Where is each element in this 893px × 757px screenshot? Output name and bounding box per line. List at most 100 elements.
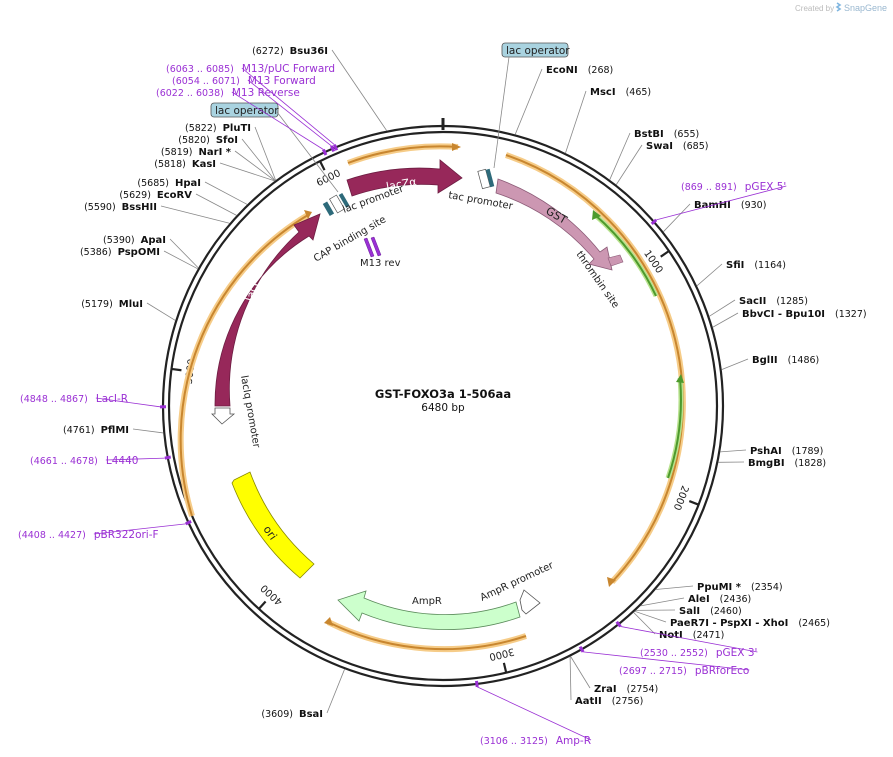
tick-mark-3000 [502, 662, 508, 673]
primer-leader-m13-puc-fwd [241, 67, 335, 145]
primer-pgex3[interactable]: (2530 .. 2552)pGEX 3' [615, 620, 758, 659]
site-bsai[interactable]: BsaI(3609) [261, 669, 345, 720]
orf-arc-bottom-arrow [324, 617, 333, 626]
site-nari[interactable]: NarI *(5819) [161, 147, 276, 182]
site-pspomi[interactable]: PspOMI(5386) [80, 247, 198, 270]
site-leader-nari [234, 150, 276, 182]
lac-operator-left[interactable]: lac operator [210, 102, 339, 193]
primer-l4440[interactable]: (4661 .. 4678)L4440 [30, 455, 172, 467]
primer-pbrforeco[interactable]: (2697 .. 2715)pBRforEco [578, 645, 750, 677]
lacza-label: lacZα [385, 175, 417, 193]
site-num-mlui: (5179) [81, 299, 113, 310]
site-leader-pshai [720, 449, 747, 453]
site-ppumi[interactable]: PpuMI *(2354) [655, 582, 783, 593]
primer-name-amp-r: Amp-R [556, 735, 591, 747]
site-mlui[interactable]: MluI(5179) [81, 299, 176, 321]
site-leader-bsshii [160, 205, 230, 224]
ampr-label: AmpR [412, 596, 442, 607]
m13-rev-primer-glyph[interactable] [363, 236, 382, 258]
primer-range-amp-r: (3106 .. 3125) [480, 736, 548, 747]
site-pfimi[interactable]: PflMI(4761) [63, 425, 164, 436]
site-num-bamhi: (930) [741, 200, 767, 211]
site-sacii[interactable]: SacII(1285) [709, 296, 808, 317]
site-kasi[interactable]: KasI(5818) [154, 159, 275, 182]
primer-laci-r[interactable]: (4848 .. 4867)LacI-R [20, 393, 167, 409]
site-leader-msci [565, 90, 587, 154]
features [211, 159, 624, 630]
site-pluti[interactable]: PluTI(5822) [185, 123, 277, 181]
site-leader-swai [615, 144, 643, 185]
primer-pbr322ori-f[interactable]: (4408 .. 4427)pBR322ori-F [18, 519, 192, 541]
site-leader-bamhi [663, 203, 691, 232]
site-name-pfimi: PflMI [101, 425, 129, 436]
site-apai[interactable]: ApaI(5390) [103, 235, 199, 269]
primer-amp-r[interactable]: (3106 .. 3125) Amp-R [475, 680, 592, 747]
tick-mark-6000 [319, 160, 326, 171]
tick-mark-4000 [258, 600, 267, 610]
primer-pgex5[interactable]: (869 .. 891)pGEX 5' [650, 181, 787, 225]
cap-binding-site-glyph[interactable] [322, 192, 350, 217]
feature-laciq-promoter-arrow[interactable] [211, 407, 236, 425]
feature-gst-arrow[interactable] [495, 178, 613, 271]
primer-name-pgex3: pGEX 3' [716, 647, 758, 659]
site-name-swai: SwaI [646, 141, 673, 152]
tick-mark-2000 [688, 500, 700, 506]
created-by-text: Created by [795, 4, 834, 13]
site-paer7i[interactable]: PaeR7I - PspXI - XhoI(2465) [634, 610, 830, 629]
site-name-bsshii: BssHII [122, 202, 157, 213]
feature-ori-arrow[interactable] [231, 471, 315, 579]
feature-laci-arrow[interactable] [214, 213, 321, 407]
site-sfii[interactable]: SfiI(1164) [696, 260, 786, 287]
site-name-pluti: PluTI [223, 123, 251, 134]
primer-range-pgex5: (869 .. 891) [681, 182, 737, 193]
site-num-swai: (685) [683, 141, 709, 152]
site-leader-apai [169, 238, 199, 269]
tick-mark-5000 [171, 367, 182, 372]
site-bbvci[interactable]: BbvCI - Bpu10I(1327) [712, 309, 867, 328]
primer-range-l4440: (4661 .. 4678) [30, 456, 98, 467]
primer-mark-pbrforeco [578, 645, 585, 653]
site-pshai[interactable]: PshAI(1789) [720, 446, 823, 457]
site-swai[interactable]: SwaI (685) [615, 141, 709, 185]
primer-mark-l4440 [164, 455, 172, 460]
site-leader-bsu36i [331, 49, 388, 131]
primer-m13-fwd[interactable]: (6054 .. 6071)M13 Forward [172, 75, 336, 153]
lac-operator-top[interactable]: lac operator [493, 42, 570, 169]
site-name-pshai: PshAI [750, 446, 782, 457]
primer-sites: (6063 .. 6085)M13/pUC Forward(6054 .. 60… [18, 63, 787, 747]
site-hpai[interactable]: HpaI(5685) [137, 178, 248, 205]
site-ecorv[interactable]: EcoRV(5629) [119, 190, 237, 216]
site-num-bmgbi: (1828) [795, 458, 827, 469]
primer-m13-puc-fwd[interactable]: (6063 .. 6085)M13/pUC Forward [166, 63, 339, 151]
site-leader-paer7i [634, 610, 667, 623]
site-bsu36i[interactable]: Bsu36I(6272) [252, 46, 388, 131]
site-econi[interactable]: EcoNI(268) [514, 65, 613, 135]
site-bmgbi[interactable]: BmgBI(1828) [718, 458, 826, 469]
feature-lacza-arrow[interactable] [346, 159, 463, 197]
site-name-hpai: HpaI [175, 178, 201, 189]
primer-leader-pgex3 [620, 626, 758, 653]
site-aatii[interactable]: AatII(2756) [569, 656, 643, 707]
site-leader-sfii [696, 263, 723, 287]
site-alei[interactable]: AleI(2436) [640, 594, 752, 607]
site-name-msci: MscI [590, 87, 616, 98]
site-bsshii[interactable]: BssHII(5590) [84, 202, 230, 224]
site-bglii[interactable]: BglII(1486) [721, 355, 820, 370]
site-zrai[interactable]: ZraI(2754) [570, 656, 659, 695]
thrombin-site-glyph[interactable] [607, 254, 624, 267]
site-msci[interactable]: MscI(465) [565, 87, 651, 154]
feature-ampr-promoter-arrow[interactable] [519, 589, 541, 615]
primer-m13-rev[interactable]: (6022 .. 6038)M13 Reverse [156, 87, 328, 156]
lac-promoter-glyph[interactable] [477, 168, 495, 190]
site-name-bbvci: BbvCI - Bpu10I [742, 309, 825, 320]
feature-ampr-arrow[interactable] [337, 590, 521, 630]
site-num-sacii: (1285) [776, 296, 808, 307]
m13rev-label: M13 rev [360, 258, 401, 269]
site-leader-sacii [709, 299, 736, 317]
site-leader-econi [514, 68, 543, 135]
site-sfoi[interactable]: SfoI(5820) [178, 135, 276, 181]
site-sali[interactable]: SalI(2460) [635, 606, 742, 617]
primer-leader-laci-r [95, 397, 161, 408]
site-bstbi[interactable]: BstBI(655) [609, 129, 700, 180]
site-num-zrai: (2754) [627, 684, 659, 695]
